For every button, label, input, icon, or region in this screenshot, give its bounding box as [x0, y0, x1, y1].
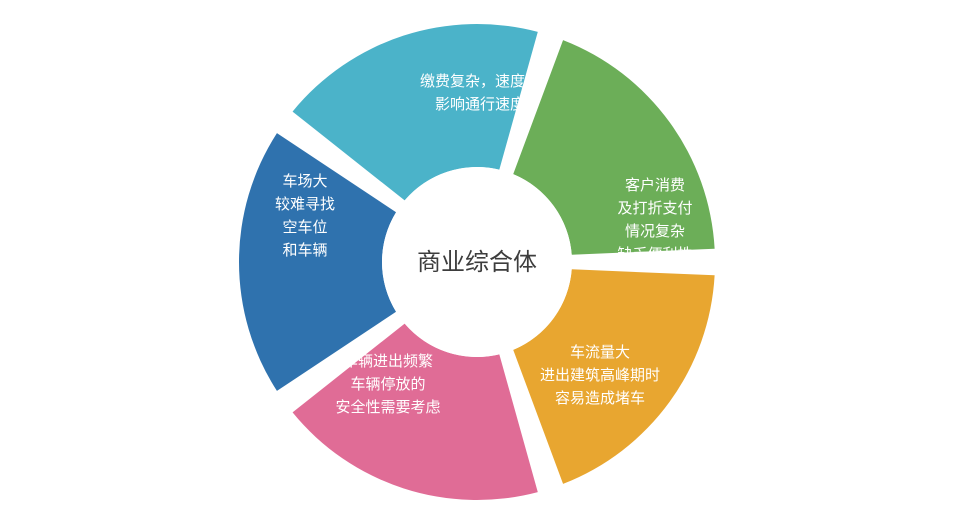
segments-group: [239, 23, 715, 501]
center-circle: [382, 167, 572, 357]
segment-left-line: 和车辆: [282, 241, 327, 259]
segment-labels-group: 缴费复杂，速度慢影响通行速度客户消费及打折支付情况复杂缺乏便利性车流量大进出建筑…: [275, 72, 693, 416]
segment-bottom-left: [292, 323, 538, 501]
segment-top: [292, 23, 538, 201]
segment-bottom-right-line: 车流量大: [570, 343, 630, 361]
center-label: 商业综合体: [417, 248, 537, 276]
segment-right: [513, 40, 715, 255]
segment-top-line: 缴费复杂，速度慢: [420, 72, 540, 90]
segment-left-line: 较难寻找: [275, 195, 335, 213]
segment-right-line: 情况复杂: [625, 222, 685, 240]
segment-left: [239, 133, 397, 391]
segment-left-line: 空车位: [282, 218, 327, 236]
segment-left-line: 车场大: [282, 172, 327, 190]
segment-right-line: 缺乏便利性: [617, 245, 692, 263]
segment-bottom-left-line: 安全性需要考虑: [335, 398, 440, 416]
segment-bottom-left-line: 车辆停放的: [350, 375, 425, 393]
segment-bottom-right: [513, 269, 715, 484]
segment-right-line: 及打折支付: [617, 199, 692, 217]
segment-bottom-left-line: 车辆进出频繁: [343, 352, 433, 370]
segment-top-line: 影响通行速度: [435, 95, 525, 113]
segment-bottom-right-line: 进出建筑高峰期时: [540, 366, 660, 384]
segment-bottom-right-line: 容易造成堵车: [555, 389, 645, 407]
segment-right-line: 客户消费: [625, 176, 685, 194]
